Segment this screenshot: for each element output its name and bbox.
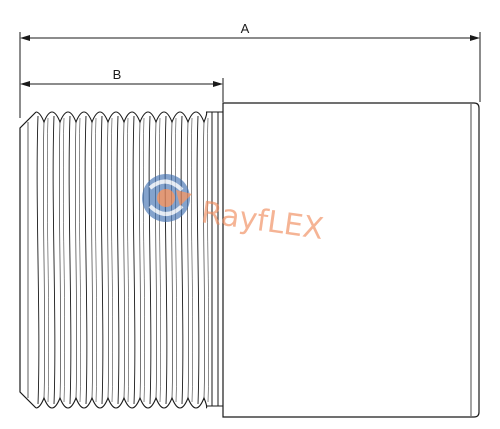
thread-root-line <box>107 121 109 399</box>
thread-root-line <box>123 121 125 399</box>
thread-flank-line <box>79 117 81 403</box>
thread-crest-line <box>164 115 168 405</box>
dimension-b <box>20 78 224 102</box>
thread-root-line <box>75 121 77 399</box>
thread-flank-line <box>207 117 209 403</box>
thread-bottom-profile <box>35 396 208 409</box>
threaded-section <box>19 111 209 409</box>
thread-flank-line <box>111 117 113 403</box>
thread-crest-line <box>116 115 120 405</box>
dimension-a-label: A <box>241 21 250 36</box>
thread-root-line <box>171 121 173 399</box>
thread-crest-line <box>180 115 184 405</box>
thread-crest-line <box>52 115 56 405</box>
thread-root-line <box>43 121 45 399</box>
thread-flank-line <box>127 117 129 403</box>
thread-flank-line <box>159 117 161 403</box>
dimension-a-arrow-right <box>470 35 480 41</box>
thread-flank-line <box>143 117 145 403</box>
thread-crest-line <box>36 115 40 405</box>
thread-crest-line <box>84 115 88 405</box>
thread-flank-line <box>47 117 49 403</box>
rayflex-logo-icon <box>142 174 192 222</box>
rayflex-watermark: RayfLEX <box>142 174 326 247</box>
body-outline <box>222 102 480 418</box>
thread-root-line <box>187 121 189 399</box>
dimension-a <box>19 32 481 118</box>
thread-root-line <box>155 121 157 399</box>
dimension-b-arrow-right <box>213 81 223 87</box>
fitting-body <box>222 102 480 418</box>
thread-crest-line <box>148 115 152 405</box>
thread-flank-line <box>175 117 177 403</box>
thread-relief <box>206 111 223 407</box>
thread-flank-line <box>191 117 193 403</box>
dimension-b-arrow-left <box>20 81 30 87</box>
thread-crest-line <box>196 115 200 405</box>
thread-flank-line <box>63 117 65 403</box>
thread-root-line <box>203 121 205 399</box>
thread-crest-line <box>68 115 72 405</box>
dimension-a-arrow-left <box>20 35 30 41</box>
thread-crest-line <box>132 115 136 405</box>
thread-root-line <box>91 121 93 399</box>
thread-chamfer-outline <box>19 111 37 409</box>
dimension-b-label: B <box>113 67 122 82</box>
thread-root-line <box>59 121 61 399</box>
thread-crest-line <box>100 115 104 405</box>
thread-root-line <box>139 121 141 399</box>
thread-top-profile <box>35 111 208 124</box>
thread-flank-line <box>95 117 97 403</box>
